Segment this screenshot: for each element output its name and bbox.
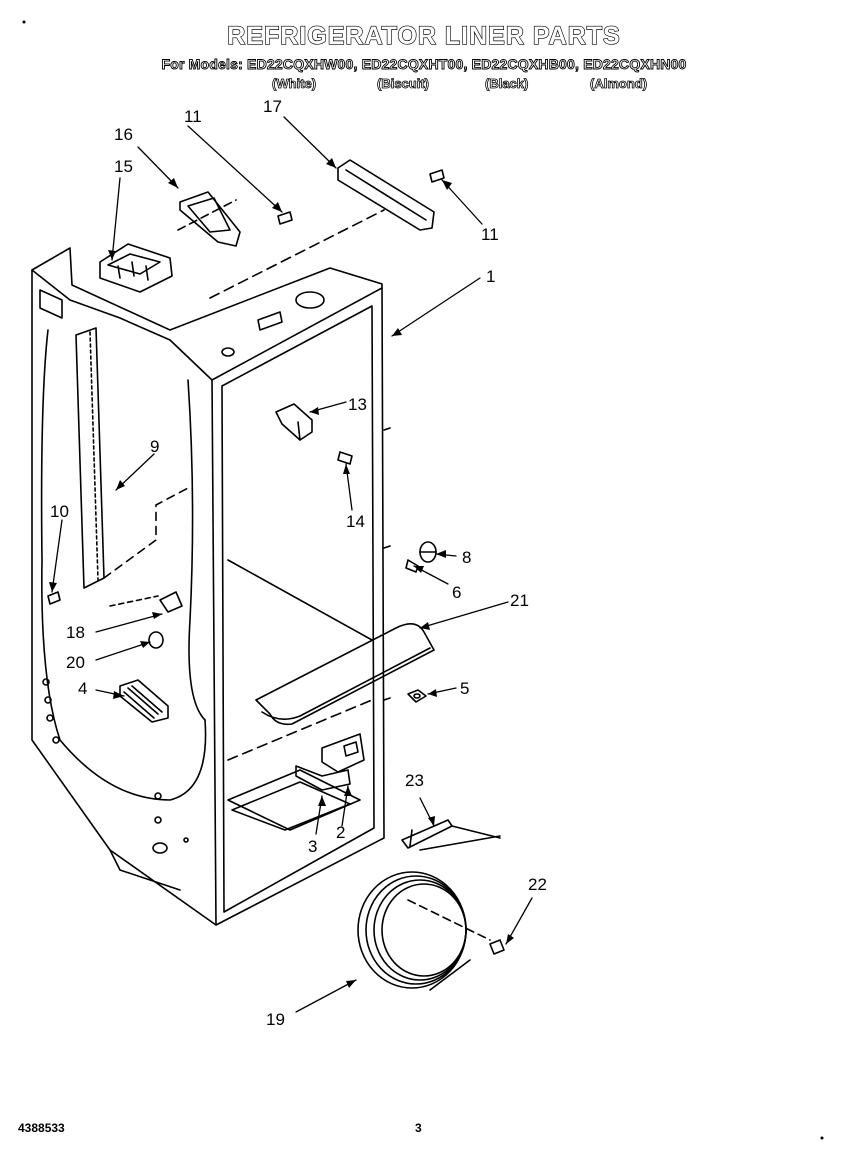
page-number: 3 <box>415 1121 422 1135</box>
callout-22: 22 <box>528 875 547 894</box>
callout-3: 3 <box>308 837 317 856</box>
callout-14: 14 <box>346 512 365 531</box>
color-label-black: (Black) <box>485 76 529 92</box>
callout-9: 9 <box>150 437 159 456</box>
callout-19: 19 <box>266 1010 285 1029</box>
page-dots <box>22 20 824 1140</box>
color-label-almond: (Almond) <box>590 76 648 92</box>
liner-cabinet <box>31 247 391 926</box>
callout-20: 20 <box>66 653 85 672</box>
callout-17: 17 <box>263 97 282 116</box>
model-list: For Models: ED22CQXHW00, ED22CQXHT00, ED… <box>161 56 687 73</box>
fasteners <box>47 169 505 955</box>
callout-13: 13 <box>348 395 367 414</box>
callout-2: 2 <box>336 823 345 842</box>
callout-11-right: 11 <box>481 225 499 244</box>
callout-1: 1 <box>486 267 495 286</box>
color-label-biscuit: (Biscuit) <box>377 76 430 92</box>
callout-15: 15 <box>114 157 133 176</box>
page-title: REFRIGERATOR LINER PARTS <box>227 21 621 50</box>
part-16-bracket <box>177 191 241 247</box>
callout-18: 18 <box>66 623 85 642</box>
callout-11-top: 11 <box>184 107 202 126</box>
callout-23: 23 <box>405 771 424 790</box>
part-23-tie <box>401 819 501 849</box>
color-label-white: (White) <box>272 76 317 92</box>
part-2-3-brackets <box>295 733 365 791</box>
callout-8: 8 <box>462 548 471 567</box>
part-15-housing <box>99 243 173 293</box>
arrowheads <box>49 158 514 988</box>
callout-21: 21 <box>510 591 529 610</box>
part-17-rail <box>209 159 435 299</box>
part-9-strip <box>75 327 189 589</box>
callout-6: 6 <box>452 583 461 602</box>
callout-numbers: 17 16 11 15 11 1 13 9 14 10 8 6 21 18 20… <box>50 97 547 1029</box>
document-number: 4388533 <box>18 1121 65 1135</box>
part-13-clip <box>275 403 313 441</box>
callout-16: 16 <box>114 125 133 144</box>
callout-4: 4 <box>78 679 87 698</box>
callout-leaders <box>51 116 533 1013</box>
callout-10: 10 <box>50 502 69 521</box>
part-21-shelf <box>255 623 435 726</box>
part-4-grille <box>119 679 169 723</box>
part-19-wire-coil <box>357 835 501 991</box>
callout-5: 5 <box>460 679 469 698</box>
